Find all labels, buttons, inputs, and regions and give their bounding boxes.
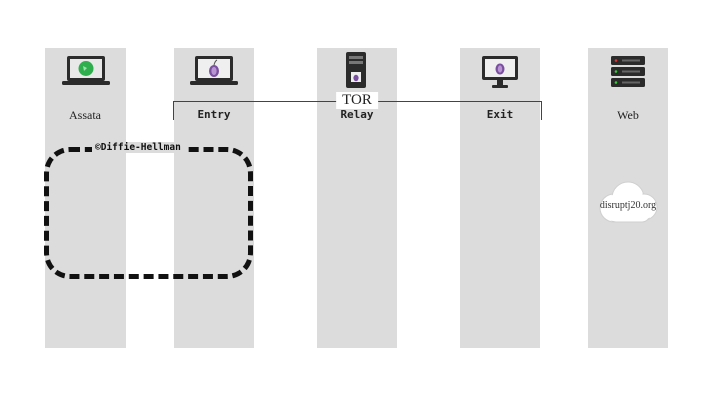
- laptop-green-icon: [62, 56, 110, 85]
- relay-label: Relay: [340, 108, 374, 121]
- desktop-tower-tor-icon: [346, 52, 366, 88]
- column-exit: [460, 48, 540, 348]
- diffie-hellman-region: [44, 147, 253, 279]
- laptop-tor-icon: [190, 56, 238, 85]
- web-label: Web: [617, 108, 639, 122]
- entry-label: Entry: [197, 108, 231, 121]
- diffie-hellman-label: ©Diffie-Hellman: [92, 142, 184, 153]
- tor-label: TOR: [336, 92, 378, 109]
- cloud-icon: [599, 181, 658, 223]
- column-entry: [174, 48, 254, 348]
- web-site-label: disruptj20.org: [599, 200, 657, 211]
- column-assata: [45, 48, 126, 348]
- monitor-tor-icon: [482, 56, 518, 88]
- exit-label: Exit: [486, 108, 514, 121]
- assata-label: Assata: [69, 108, 101, 122]
- server-rack-icon: [611, 56, 645, 87]
